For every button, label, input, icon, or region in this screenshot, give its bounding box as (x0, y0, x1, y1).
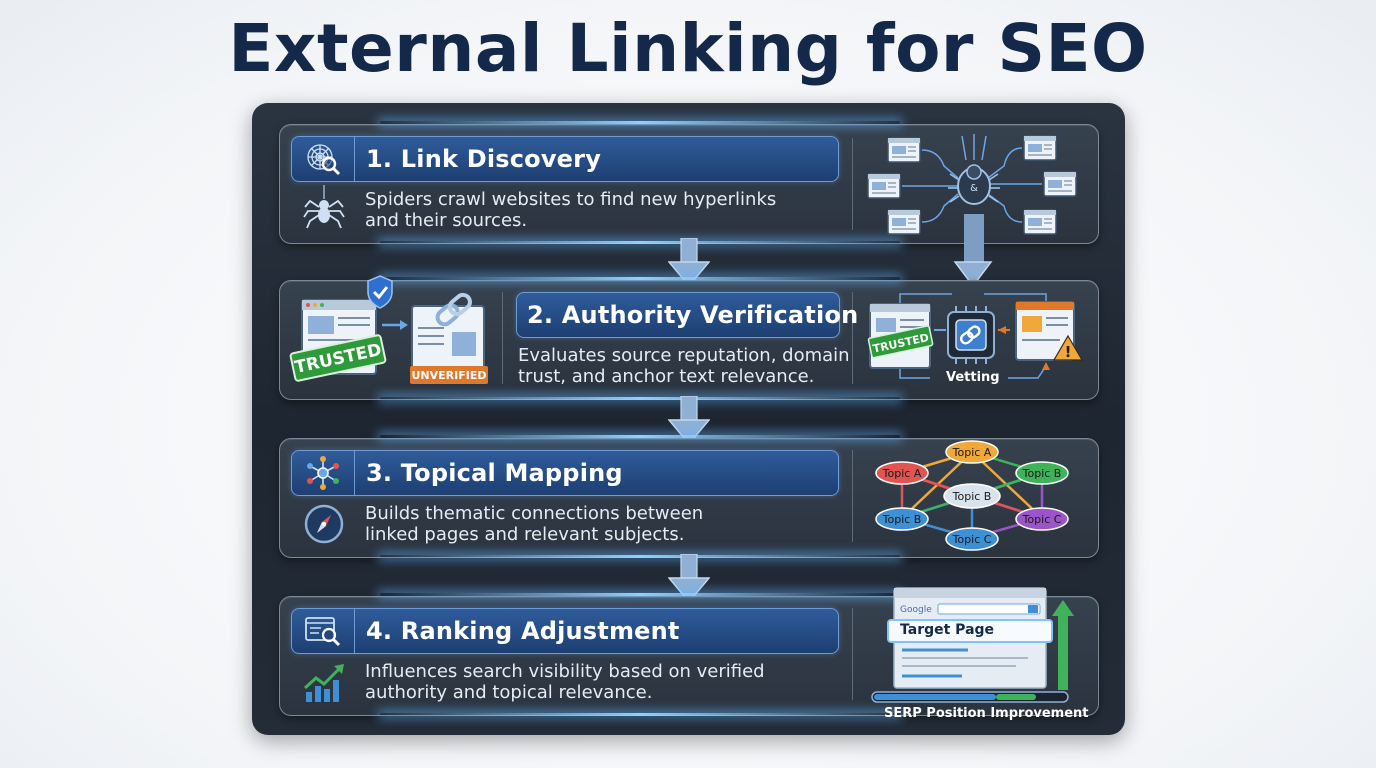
browser-search-icon (292, 609, 355, 653)
card-glow (380, 397, 900, 400)
step-header: 4. Ranking Adjustment (291, 608, 839, 654)
card-divider (852, 292, 853, 384)
card-glow (380, 241, 900, 244)
topic-node-label: Topic B (952, 490, 992, 503)
step-title: 3. Topical Mapping (366, 459, 623, 487)
network-nodes-icon (292, 451, 355, 495)
card-glow (380, 555, 900, 558)
arrow-down-icon (668, 554, 710, 604)
card-divider (852, 138, 853, 230)
topic-map-illustration: Topic A Topic A Topic B Topic B Topic B … (875, 440, 1069, 551)
step-description: Spiders crawl websites to find new hyper… (365, 189, 777, 231)
step-header: 2. Authority Verification (516, 292, 858, 338)
unverified-badge-label: UNVERIFIED (412, 369, 487, 382)
step-description: Builds thematic connections between link… (365, 503, 704, 545)
arrow-down-icon (668, 238, 710, 288)
search-logo: Google (900, 605, 932, 615)
step-title: 1. Link Discovery (366, 145, 602, 173)
card-glow (380, 435, 900, 438)
topic-node-label: Topic C (952, 533, 992, 546)
card-divider (502, 292, 503, 384)
step-title: 2. Authority Verification (527, 301, 859, 329)
spider-web-magnifier-icon (292, 137, 355, 181)
step-title: 4. Ranking Adjustment (366, 617, 680, 645)
card-glow (380, 121, 900, 124)
topic-node-label: Topic A (882, 467, 922, 480)
topic-node-label: Topic B (1022, 467, 1062, 480)
arrow-down-icon (668, 396, 710, 446)
step-header: 1. Link Discovery (291, 136, 839, 182)
step-header: 3. Topical Mapping (291, 450, 839, 496)
vetting-illustration: TRUSTED ! (867, 293, 1084, 379)
step-description: Influences search visibility based on ve… (365, 661, 765, 703)
serp-illustration: Google (871, 587, 1074, 703)
serp-caption: SERP Position Improvement (884, 706, 1089, 721)
page-title: External Linking for SEO (228, 10, 1148, 87)
topic-node-label: Topic B (882, 513, 922, 526)
trusted-vs-unverified-illustration: TRUSTED UNVERIFIED (289, 275, 488, 384)
compass-icon (303, 503, 345, 545)
target-page-label: Target Page (900, 622, 995, 638)
card-glow (380, 593, 900, 596)
spider-icon (302, 185, 346, 231)
card-glow (380, 713, 900, 716)
connector-bar (964, 242, 984, 264)
topic-node-label: Topic A (952, 446, 992, 459)
card-divider (852, 450, 853, 542)
svg-text:&: & (970, 183, 978, 194)
arrow-down-icon (953, 261, 993, 288)
card-glow (380, 277, 900, 280)
card-divider (852, 608, 853, 700)
growth-chart-icon (302, 662, 348, 704)
svg-text:!: ! (1065, 343, 1072, 361)
step-description: Evaluates source reputation, domain trus… (518, 345, 850, 387)
vetting-caption: Vetting (946, 370, 1000, 385)
topic-node-label: Topic C (1022, 513, 1062, 526)
crawler-network-illustration: & (867, 134, 1077, 242)
